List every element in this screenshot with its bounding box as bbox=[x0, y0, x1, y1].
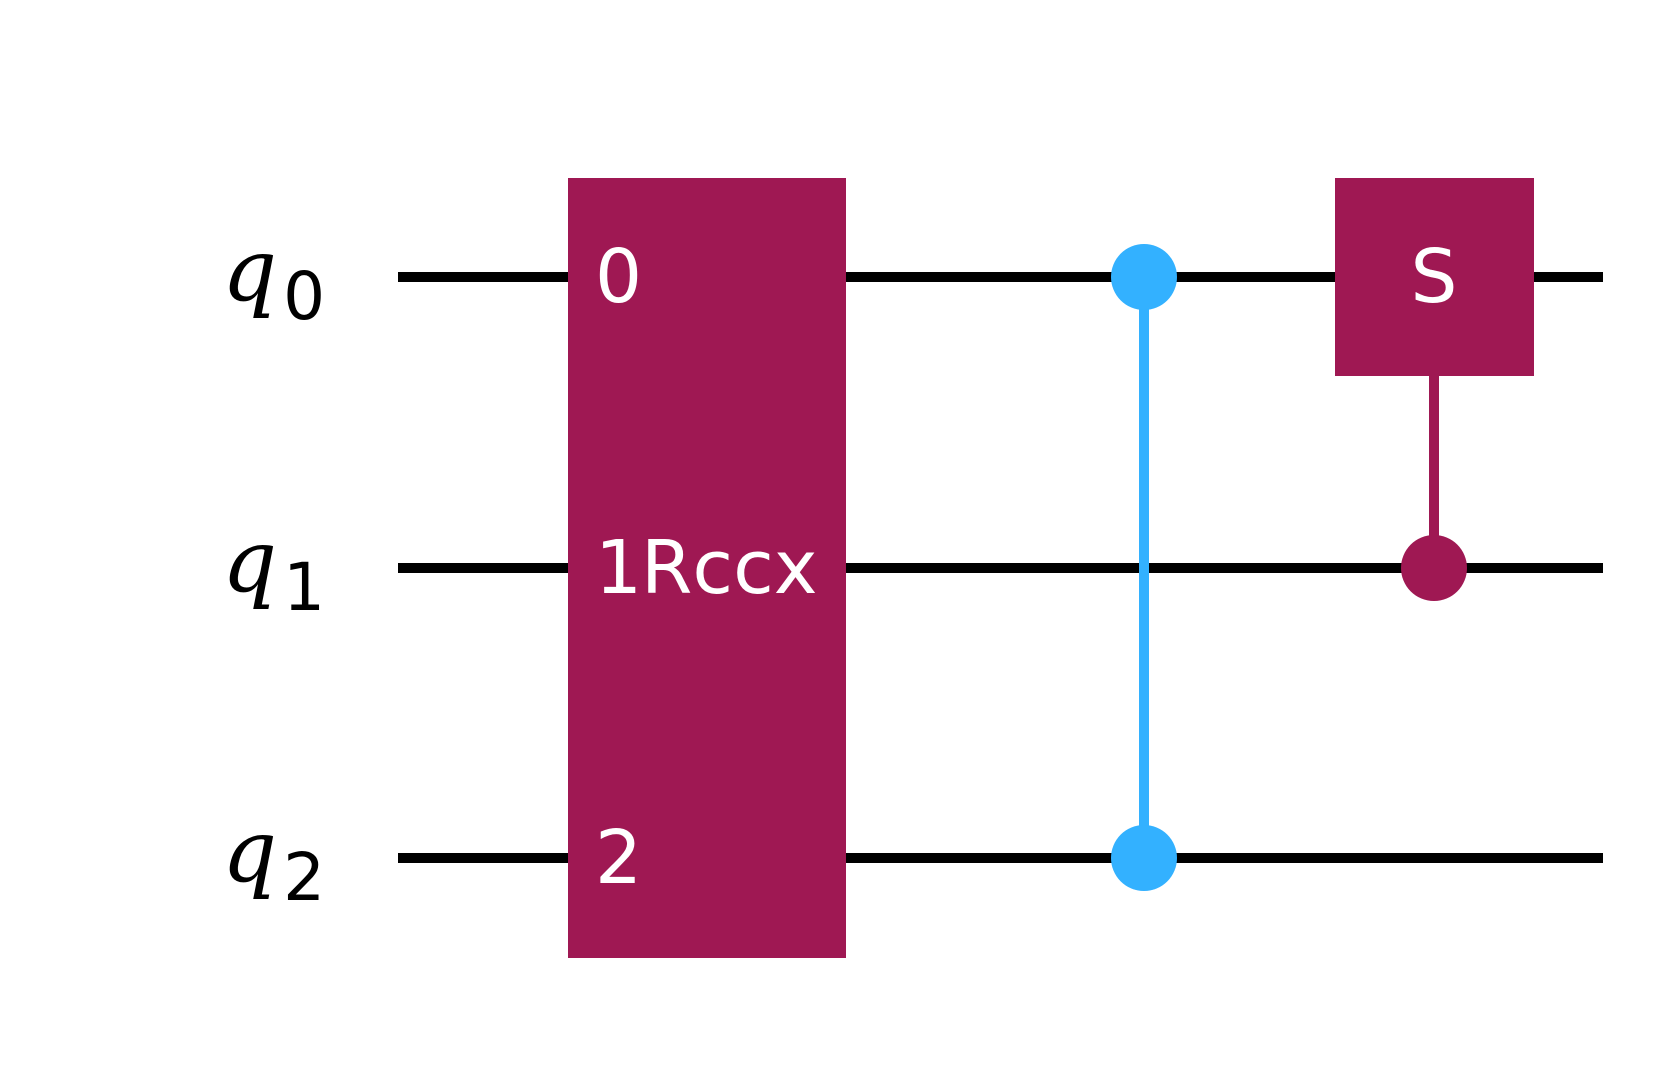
rccx-gate[interactable]: 0 1 2 Rccx bbox=[568, 178, 846, 958]
qubit-label-q1-name: q bbox=[222, 512, 277, 612]
qubit-label-q2-name: q bbox=[222, 802, 277, 902]
cz-control-dot-q2 bbox=[1111, 825, 1177, 891]
qubit-label-q1: q1 bbox=[222, 512, 325, 626]
rccx-gate-box bbox=[568, 178, 846, 958]
qubit-labels: q0 q1 q2 bbox=[222, 221, 325, 916]
rccx-port-label-1: 1 bbox=[595, 525, 642, 611]
rccx-gate-name: Rccx bbox=[641, 525, 818, 611]
cs-control-dot-q1 bbox=[1401, 535, 1467, 601]
s-gate-box bbox=[1335, 178, 1534, 376]
cz-gate[interactable] bbox=[1111, 244, 1177, 891]
qubit-label-q2: q2 bbox=[222, 802, 325, 916]
s-gate-label: S bbox=[1411, 234, 1458, 320]
qubit-label-q1-index: 1 bbox=[283, 549, 325, 626]
rccx-port-label-0: 0 bbox=[595, 234, 642, 320]
cs-gate[interactable]: S bbox=[1335, 178, 1534, 601]
rccx-port-label-2: 2 bbox=[595, 815, 642, 901]
qubit-label-q2-index: 2 bbox=[283, 839, 325, 916]
cz-control-dot-q0 bbox=[1111, 244, 1177, 310]
qubit-label-q0-index: 0 bbox=[283, 258, 325, 335]
qubit-label-q0: q0 bbox=[222, 221, 325, 335]
qubit-label-q0-name: q bbox=[222, 221, 277, 321]
